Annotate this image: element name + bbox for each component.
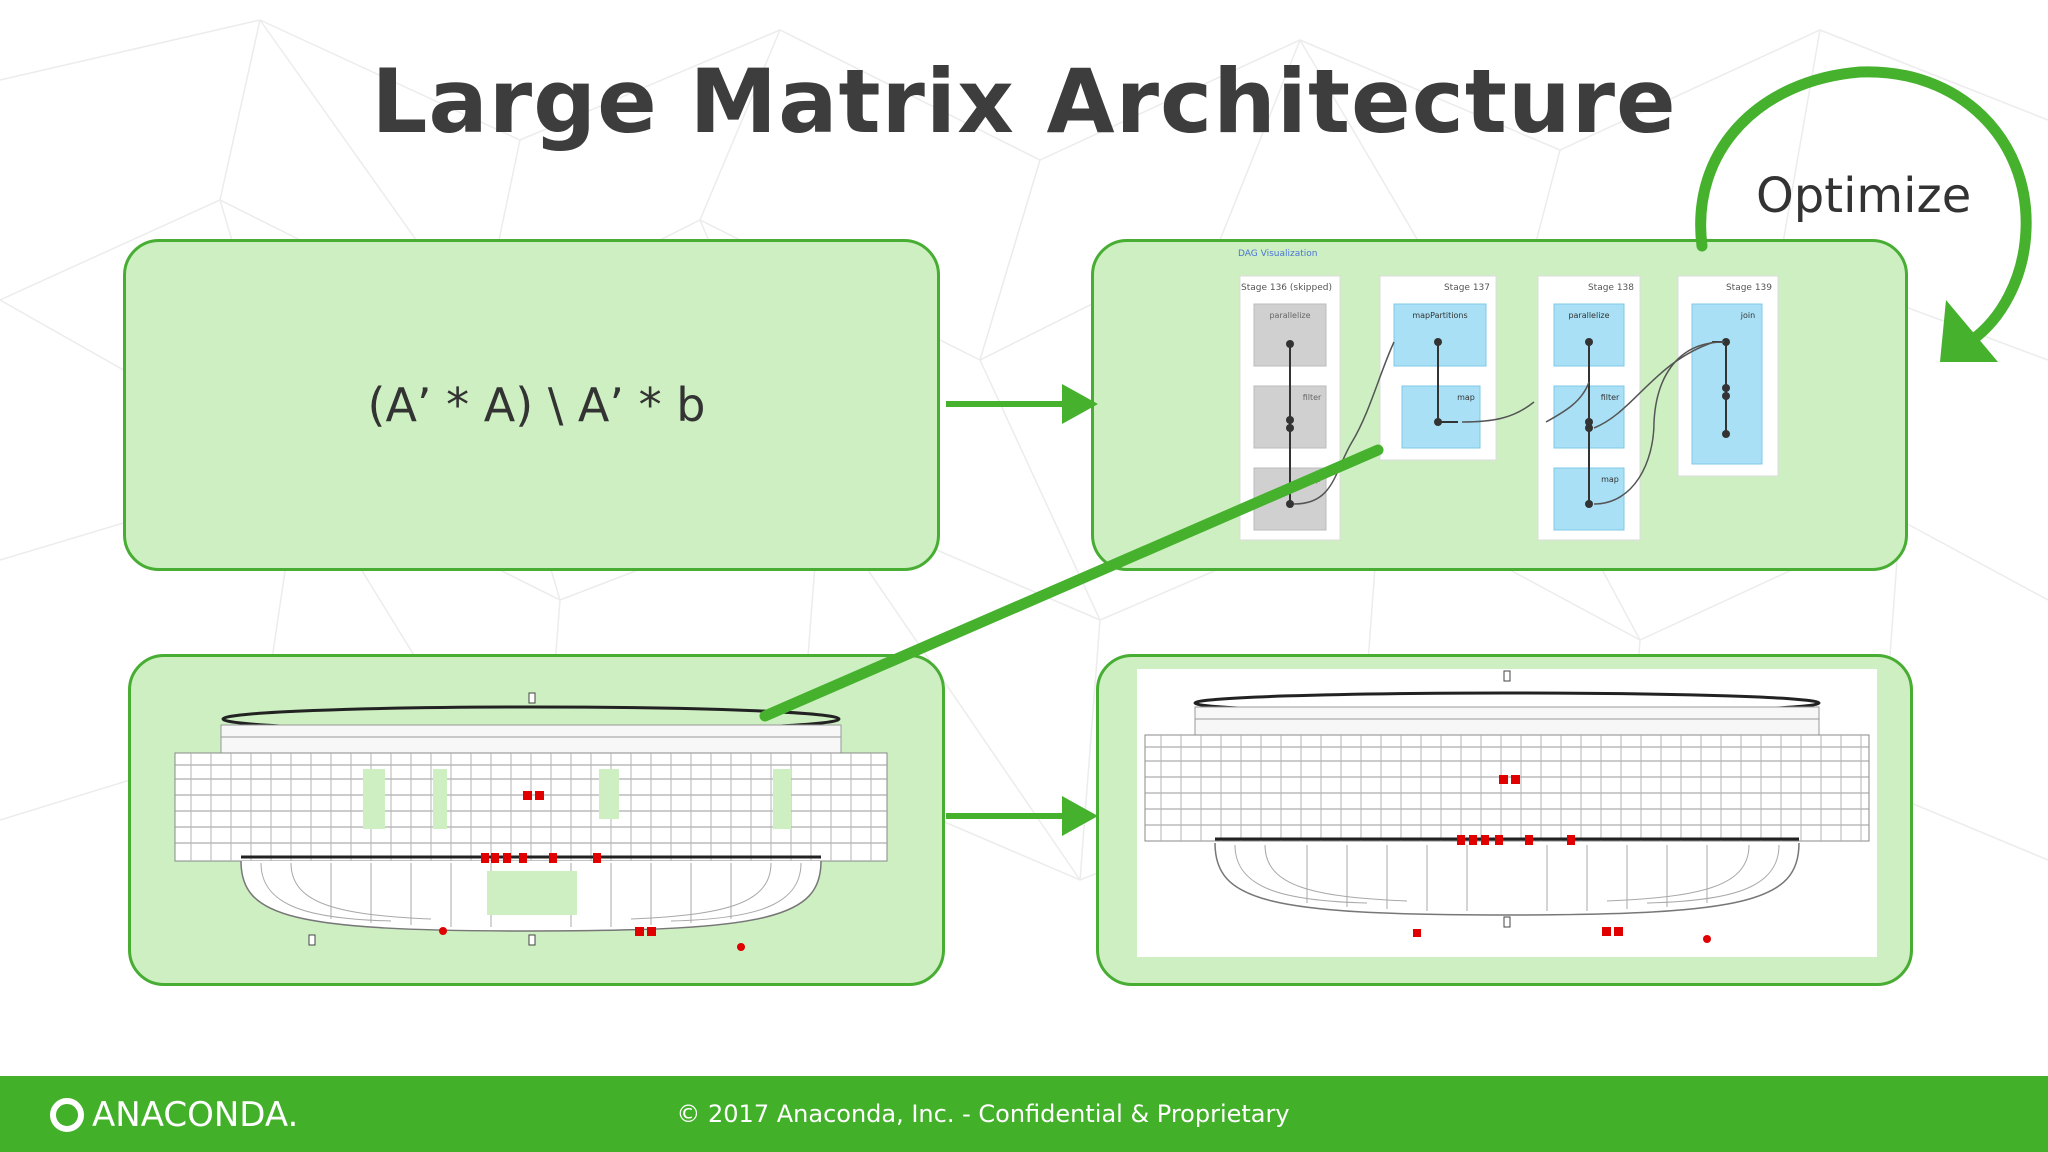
matrix-expression: (A’ * A) \ A’ * b (367, 378, 706, 432)
anaconda-ring-icon (50, 1098, 84, 1132)
stage-dag-panel: DAG Visualization Stage 136 (skipped) pa… (1091, 239, 1908, 571)
stage-139-title: Stage 139 (1726, 283, 1772, 293)
copyright-text: © 2017 Anaconda, Inc. - Confidential & P… (676, 1100, 1290, 1128)
task-graph-panel-unoptimized (128, 654, 945, 986)
dag-visualization-link: DAG Visualization (1238, 249, 1317, 259)
slide-title: Large Matrix Architecture (371, 50, 1677, 153)
svg-text:parallelize: parallelize (1568, 311, 1609, 320)
stage-139-box: Stage 139 join (1677, 275, 1779, 477)
svg-text:join: join (1740, 311, 1755, 320)
stage-dag-diagram: DAG Visualization Stage 136 (skipped) pa… (1238, 249, 1779, 541)
graph-nodes-and-edges-a (174, 692, 888, 951)
optimized-graph-canvas (1137, 669, 1877, 957)
cross-stage-edges (1293, 341, 1725, 505)
task-graph-optimized (1144, 670, 1870, 943)
stage-137-box: Stage 137 mapPartitions map (1379, 275, 1497, 461)
optimize-label: Optimize (1756, 168, 1972, 224)
highlighted-nodes-b (1413, 775, 1711, 943)
expression-panel: (A’ * A) \ A’ * b (123, 239, 940, 571)
stage-136-box: Stage 136 (skipped) parallelize filter m… (1239, 275, 1341, 541)
footer-bar: ANACONDA. © 2017 Anaconda, Inc. - Confid… (0, 1076, 2048, 1152)
stage-138-box: Stage 138 parallelize filter map (1537, 275, 1641, 541)
svg-text:map: map (1601, 475, 1619, 484)
task-graph-panel-optimized (1096, 654, 1913, 986)
svg-text:map: map (1303, 475, 1321, 484)
svg-text:filter: filter (1601, 393, 1620, 402)
stage-137-op-mappartitions (1393, 303, 1487, 367)
stage-137-op-map (1401, 385, 1481, 449)
svg-text:map: map (1457, 393, 1475, 402)
logo-text: ANACONDA. (92, 1095, 299, 1135)
svg-text:mapPartitions: mapPartitions (1412, 311, 1467, 320)
task-graph-unoptimized (174, 692, 888, 951)
highlighted-nodes-a (439, 791, 745, 951)
svg-text:parallelize: parallelize (1269, 311, 1310, 320)
svg-text:filter: filter (1303, 393, 1322, 402)
anaconda-logo: ANACONDA. (50, 1090, 298, 1140)
stage-137-title: Stage 137 (1444, 283, 1490, 293)
stage-136-title: Stage 136 (skipped) (1241, 283, 1332, 293)
stage-138-title: Stage 138 (1588, 283, 1634, 293)
